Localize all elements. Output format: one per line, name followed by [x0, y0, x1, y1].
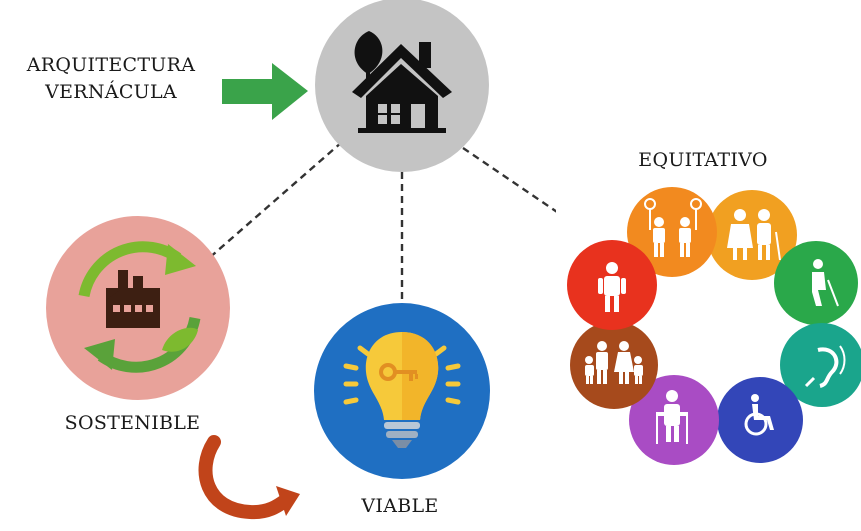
connector-sostenible [199, 141, 343, 267]
lightbulb-key-icon [343, 332, 461, 448]
center-label: ARQUITECTURA VERNÁCULA [8, 52, 214, 106]
sostenible-label: SOSTENIBLE [64, 412, 201, 434]
hearing-icon [804, 345, 846, 388]
parents-children-icon [644, 198, 702, 257]
equitativo-cluster [556, 187, 861, 470]
segment-family [570, 321, 658, 409]
center-label-line2: VERNÁCULA [45, 81, 177, 103]
sostenible-node [46, 216, 230, 400]
segment-hearing [780, 323, 861, 407]
elderly-walker-icon [656, 390, 688, 444]
equitativo-label: EQUITATIVO [638, 149, 768, 171]
family-icon [585, 341, 643, 384]
segment-elderly-couple [707, 190, 797, 280]
factory-recycle-icon [78, 241, 201, 373]
wheelchair-icon [744, 394, 774, 436]
person-icon [598, 262, 626, 312]
viable-node [314, 303, 490, 479]
green-arrow-icon [222, 63, 308, 120]
center-node [315, 0, 489, 172]
center-label-line1: ARQUITECTURA [26, 54, 196, 76]
walking-cane-icon [812, 259, 839, 307]
elderly-couple-icon [727, 209, 781, 261]
curved-arrow-icon [198, 435, 300, 520]
viable-label: VIABLE [361, 495, 439, 517]
center-blank [664, 294, 774, 370]
